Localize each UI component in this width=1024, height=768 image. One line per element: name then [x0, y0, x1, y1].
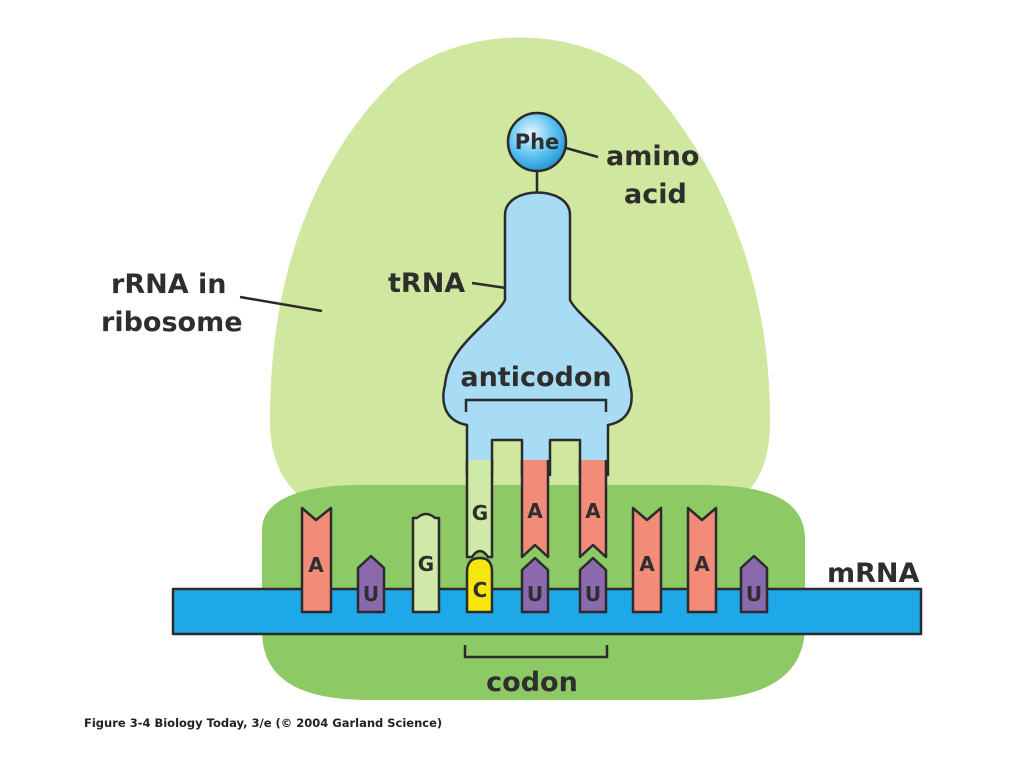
mrna-label: mRNA — [827, 558, 920, 589]
anticodon-bracket — [464, 398, 608, 412]
amino-acid-leader-line — [565, 146, 599, 159]
amino-acid-bubble — [506, 111, 568, 173]
mrna-base-4-label: C — [473, 578, 488, 602]
anticodon-base-2: A — [520, 460, 550, 559]
trna-body — [442, 191, 633, 477]
mrna-base-2-label: U — [363, 582, 379, 606]
trna-label: tRNA — [388, 268, 465, 299]
mrna-base-1-label: A — [308, 553, 324, 577]
codon-bracket — [463, 645, 609, 659]
mrna-base-7-label: A — [639, 552, 655, 576]
mrna-base-1: A — [300, 506, 333, 614]
anticodon-label: anticodon — [460, 362, 611, 393]
mrna-base-3: G — [411, 512, 441, 614]
mrna-base-3-label: G — [418, 552, 434, 576]
amino-acid-label-line2: acid — [624, 179, 687, 210]
codon-label: codon — [486, 667, 578, 698]
anticodon-base-3-label: A — [585, 499, 601, 523]
mrna-base-6: U — [578, 556, 608, 614]
mrna-base-2: U — [356, 554, 386, 614]
rrna-label-line2: ribosome — [101, 307, 243, 338]
trna-leader-line — [471, 281, 507, 290]
amino-acid-name: Phe — [515, 130, 560, 154]
mrna-base-4: C — [465, 556, 494, 614]
rrna-label-line1: rRNA in — [111, 269, 226, 300]
amino-acid-label-line1: amino — [606, 141, 699, 172]
mrna-base-9-label: U — [746, 582, 762, 606]
mrna-base-8-label: A — [694, 552, 710, 576]
rrna-leader-line — [239, 295, 323, 313]
mrna-base-5-label: U — [527, 582, 543, 606]
anticodon-base-1-label: G — [472, 501, 488, 525]
figure-caption: Figure 3-4 Biology Today, 3/e (© 2004 Ga… — [84, 716, 443, 730]
anticodon-base-1: G — [465, 460, 494, 559]
mrna-base-6-label: U — [585, 582, 601, 606]
mrna-base-9: U — [739, 554, 769, 614]
mrna-base-7: A — [631, 506, 663, 614]
mrna-base-8: A — [686, 506, 718, 614]
mrna-base-5: U — [520, 556, 550, 614]
anticodon-base-2-label: A — [527, 499, 543, 523]
anticodon-base-3: A — [578, 460, 608, 559]
